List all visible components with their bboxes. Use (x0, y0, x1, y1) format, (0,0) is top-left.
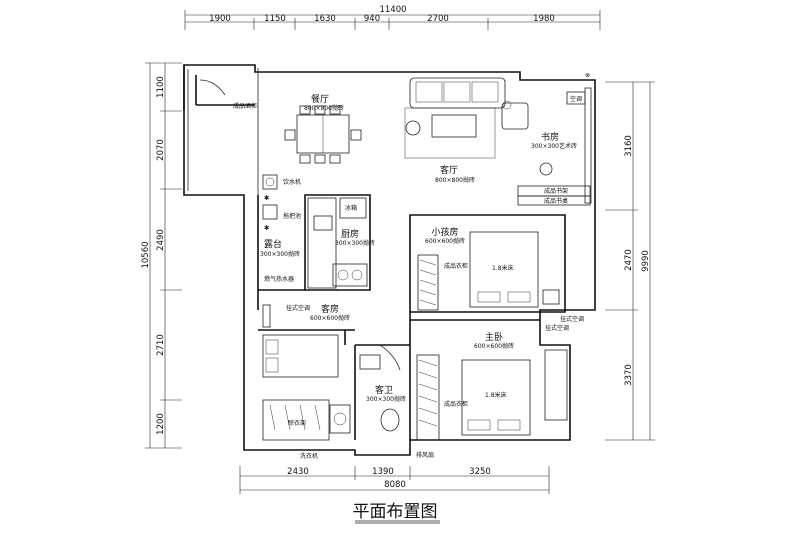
master-wardrobe (416, 354, 440, 441)
living-area: 客厅 800×800抛砖 (404, 77, 529, 184)
dim-left-2: 2070 (156, 139, 166, 161)
dim-left-3: 2490 (156, 229, 166, 251)
room-name-guest-bath: 客卫 (375, 384, 393, 396)
armchair (501, 102, 529, 130)
room-name-balcony: 露台 (264, 238, 282, 250)
guest-room: 挂式空调 客房 600×600抛砖 晾衣架 洗衣机 (262, 303, 351, 460)
kids-bed (469, 231, 539, 308)
room-name-kids: 小孩房 (431, 226, 458, 238)
dim-top-1: 1900 (209, 14, 231, 24)
room-spec-guest-bath: 300×300抛砖 (366, 395, 406, 403)
dim-top-5: 2700 (427, 14, 449, 24)
study-chair (539, 162, 553, 176)
room-spec-master: 600×600抛砖 (474, 342, 514, 350)
room-spec-living: 800×800抛砖 (435, 176, 475, 184)
dim-bottom-2: 1390 (372, 467, 394, 477)
room-name-living: 客厅 (440, 164, 458, 176)
desk (517, 195, 591, 206)
master-room: 成品衣柜 1.8米床 主卧 600×600抛砖 挂式空调 挂式空调 (416, 315, 584, 441)
label-kids-bed: 1.8米床 (492, 264, 514, 272)
dim-left-1: 1100 (156, 76, 166, 98)
study-area: 空调 书房 300×300艺术砖 成品书架 成品书桌 ⊗ (517, 72, 592, 206)
label-wall-ac-guest: 挂式空调 (286, 304, 310, 312)
label-laundry-pool: 拖把池 (283, 212, 301, 220)
dim-top-total: 11400 (379, 5, 406, 15)
rug (404, 107, 496, 159)
room-name-dining: 餐厅 (311, 93, 329, 105)
svg-text:✱: ✱ (264, 224, 269, 232)
room-spec-balcony: 300×300抛砖 (260, 250, 300, 258)
room-name-study: 书房 (541, 131, 559, 143)
water-dispenser (262, 174, 278, 190)
dim-top-4: 940 (364, 14, 380, 24)
service-area: 饮水机 拖把池 ✱ ✱ 露台 300×300抛砖 燃气热水器 (260, 174, 301, 283)
dim-bottom-1: 2430 (287, 467, 309, 477)
kids-room: 成品衣柜 1.8米床 小孩房 600×600抛砖 (417, 226, 560, 311)
dim-top-3: 1630 (314, 14, 336, 24)
label-bookshelf: 成品书架 (544, 187, 568, 195)
room-spec-kitchen: 300×300抛砖 (335, 239, 375, 247)
dim-left-4: 2710 (156, 334, 166, 356)
side-table (405, 120, 421, 136)
label-exhaust-fan: 排风扇 (416, 451, 434, 459)
dim-bottom-3: 3250 (469, 467, 491, 477)
right-dimensions: 3160 2470 3370 9990 (605, 81, 655, 441)
label-wall-ac-master-1: 挂式空调 (560, 315, 584, 323)
bottom-dimensions: 2430 1390 3250 8080 (239, 466, 550, 494)
mop-pool (262, 204, 278, 220)
label-washer: 洗衣机 (300, 452, 318, 460)
drying-rack (262, 399, 330, 441)
dining-area: 餐厅 800×800抛砖 成品酒柜 (233, 93, 362, 164)
drawing-title: 平面布置图 (353, 502, 438, 522)
label-ac: 空调 (570, 95, 582, 103)
room-name-master: 主卧 (485, 331, 503, 343)
dim-left-total: 10560 (141, 241, 151, 268)
sink (313, 215, 333, 231)
room-spec-study: 300×300艺术砖 (531, 142, 577, 150)
dim-right-1: 3160 (624, 135, 634, 157)
dim-right-total: 9990 (641, 250, 651, 272)
label-wall-ac-master-2: 挂式空调 (545, 324, 569, 332)
dim-right-3: 3370 (624, 364, 634, 386)
label-water-dispenser: 饮水机 (283, 178, 301, 186)
room-spec-guest: 600×600抛砖 (310, 314, 350, 322)
kitchen-area: 冰箱 厨房 300×300抛砖 (307, 197, 375, 289)
guest-bed (262, 334, 339, 378)
label-wine-cabinet: 成品酒柜 (233, 102, 257, 110)
label-drying-rack: 晾衣架 (288, 419, 306, 427)
toilet (380, 408, 400, 432)
label-master-bed: 1.8米床 (485, 391, 507, 399)
label-master-wardrobe: 成品衣柜 (444, 400, 468, 408)
dim-top-6: 1980 (533, 14, 555, 24)
dim-left-5: 1200 (156, 413, 166, 435)
label-gas-heater: 燃气热水器 (264, 275, 294, 283)
label-kids-wardrobe: 成品衣柜 (444, 262, 468, 270)
bath-basin (359, 354, 381, 370)
stove (332, 263, 368, 287)
fridge (339, 197, 367, 219)
coffee-table (431, 114, 477, 138)
dim-top-2: 1150 (264, 14, 286, 24)
room-name-kitchen: 厨房 (341, 228, 359, 240)
dining-chairs (284, 105, 362, 164)
guest-ac (262, 304, 271, 328)
label-desk: 成品书桌 (544, 197, 568, 205)
room-spec-kids: 600×600抛砖 (425, 237, 465, 245)
dim-bottom-total: 8080 (384, 480, 406, 490)
svg-text:⊗: ⊗ (585, 72, 590, 79)
master-bed (461, 359, 531, 436)
sofa (409, 77, 506, 109)
guest-bath: 客卫 300×300抛砖 排风扇 (359, 344, 434, 459)
kids-wardrobe (417, 254, 439, 311)
washer (329, 404, 351, 434)
walls (183, 64, 596, 456)
top-dimensions: 11400 1900 1150 1630 940 2700 1980 (184, 5, 601, 30)
room-spec-dining: 800×800抛砖 (304, 104, 344, 112)
room-name-guest: 客房 (321, 303, 339, 315)
left-dimensions: 10560 1100 2070 2490 2710 1200 (141, 62, 182, 449)
svg-text:✱: ✱ (264, 194, 269, 202)
dim-right-2: 2470 (624, 249, 634, 271)
label-fridge: 冰箱 (345, 204, 357, 212)
